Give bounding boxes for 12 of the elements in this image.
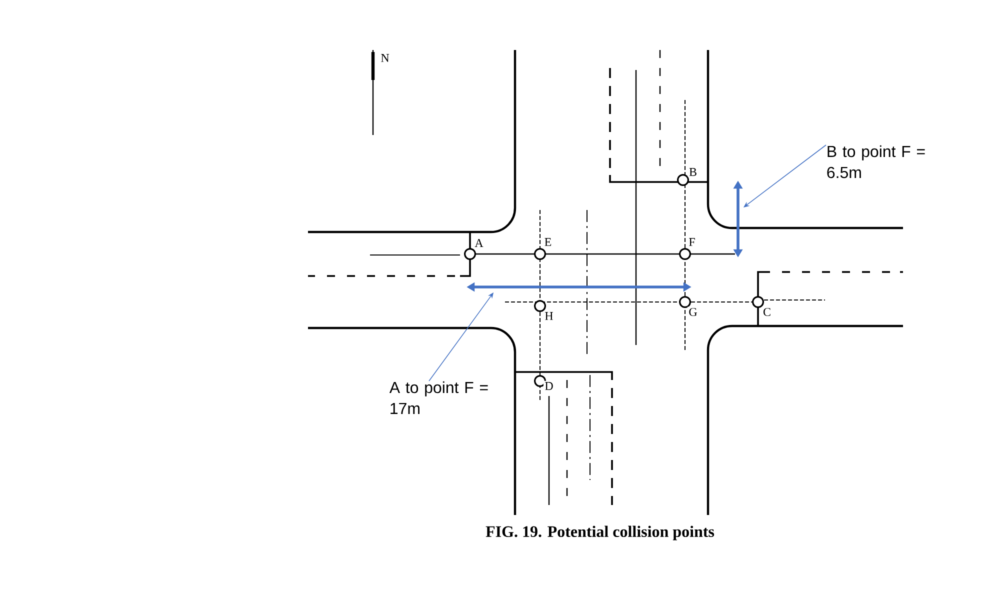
collision-point: F	[679, 236, 697, 260]
collision-point: A	[464, 238, 485, 260]
caption: FIG. 19. Potential collision points	[486, 526, 714, 540]
compass-letter: N	[381, 54, 390, 62]
collision-point: C	[752, 296, 772, 318]
collision-point: B	[677, 166, 698, 186]
note-text: A to point F = 17m	[389, 381, 488, 414]
note-text: B to point F = 6.5m	[827, 145, 925, 178]
collision-point: H	[534, 300, 555, 322]
collision-point: G	[679, 296, 699, 318]
collision-point: D	[534, 375, 555, 392]
collision-point: E	[534, 236, 553, 260]
